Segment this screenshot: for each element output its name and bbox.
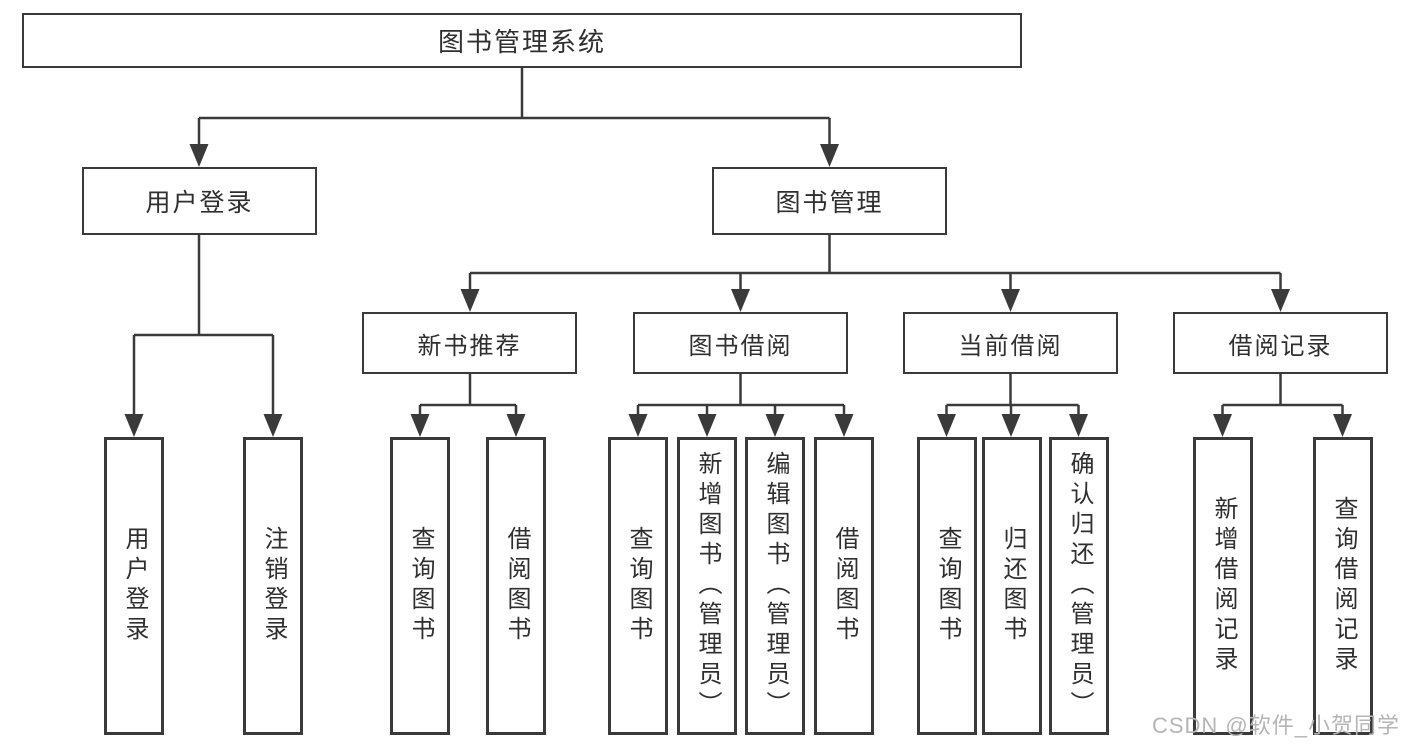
arrowhead-icon bbox=[820, 144, 839, 167]
leaf-borrow-books: 借阅图书 bbox=[814, 437, 874, 735]
arrowhead-icon bbox=[834, 414, 854, 437]
csdn-watermark: CSDN @软件_小贺同学 bbox=[1151, 713, 1400, 738]
node-system-label: 图书管理系统 bbox=[437, 27, 606, 57]
leaf-search-borrow-record-label: 查询借阅记录 bbox=[1330, 496, 1357, 676]
node-book-borrow: 图书借阅 bbox=[633, 312, 848, 374]
node-borrow-records: 借阅记录 bbox=[1173, 312, 1388, 374]
leaf-search-books-recommend-label: 查询图书 bbox=[407, 526, 434, 646]
arrowhead-icon bbox=[460, 289, 480, 312]
leaf-return-books-label: 归还图书 bbox=[999, 526, 1026, 646]
connector-userlogin-to-leaves bbox=[124, 235, 283, 437]
arrowhead-icon bbox=[410, 414, 430, 437]
leaf-edit-book-admin-label: 编辑图书（管理员） bbox=[762, 451, 789, 721]
leaf-add-book-admin-label: 新增图书（管理员） bbox=[694, 451, 721, 721]
node-system: 图书管理系统 bbox=[22, 13, 1022, 68]
connector-borrowrecords-to-leaves bbox=[1213, 374, 1352, 437]
node-book-management-label: 图书管理 bbox=[775, 189, 884, 217]
node-new-book-recommend: 新书推荐 bbox=[362, 312, 577, 374]
connector-newbooks-to-leaves bbox=[410, 374, 526, 437]
leaf-search-books-current: 查询图书 bbox=[917, 437, 977, 735]
leaf-search-borrow-record: 查询借阅记录 bbox=[1313, 437, 1373, 735]
leaf-logout: 注销登录 bbox=[243, 437, 303, 735]
leaf-confirm-return-admin: 确认归还（管理员） bbox=[1049, 437, 1109, 735]
arrowhead-icon bbox=[937, 414, 956, 437]
node-current-borrow-label: 当前借阅 bbox=[958, 332, 1063, 360]
node-user-login-label: 用户登录 bbox=[145, 189, 254, 217]
arrowhead-icon bbox=[731, 289, 750, 312]
arrowhead-icon bbox=[124, 414, 144, 437]
connector-bookborrow-to-leaves bbox=[628, 374, 854, 437]
arrowhead-icon bbox=[1213, 414, 1232, 437]
leaf-logout-label: 注销登录 bbox=[260, 526, 287, 646]
node-new-book-recommend-label: 新书推荐 bbox=[417, 332, 522, 360]
node-current-borrow: 当前借阅 bbox=[903, 312, 1118, 374]
leaf-borrow-books-recommend: 借阅图书 bbox=[486, 437, 546, 735]
leaf-search-books-borrow-label: 查询图书 bbox=[625, 526, 652, 646]
arrowhead-icon bbox=[1333, 414, 1352, 437]
connector-root-to-level2 bbox=[189, 68, 839, 167]
connector-currentborrow-to-leaves bbox=[937, 374, 1088, 437]
node-book-management: 图书管理 bbox=[712, 167, 947, 235]
arrowhead-icon bbox=[506, 414, 526, 437]
node-borrow-records-label: 借阅记录 bbox=[1228, 332, 1333, 360]
leaf-search-books-current-label: 查询图书 bbox=[934, 526, 961, 646]
leaf-edit-book-admin: 编辑图书（管理员） bbox=[745, 437, 805, 735]
leaf-add-borrow-record: 新增借阅记录 bbox=[1193, 437, 1253, 735]
leaf-search-books-recommend: 查询图书 bbox=[390, 437, 450, 735]
leaf-user-login-label: 用户登录 bbox=[121, 526, 148, 646]
arrowhead-icon bbox=[263, 414, 283, 437]
arrowhead-icon bbox=[1069, 414, 1088, 437]
node-book-borrow-label: 图书借阅 bbox=[688, 332, 793, 360]
leaf-add-book-admin: 新增图书（管理员） bbox=[677, 437, 737, 735]
leaf-borrow-books-recommend-label: 借阅图书 bbox=[503, 526, 530, 646]
arrowhead-icon bbox=[1001, 414, 1021, 437]
leaf-return-books: 归还图书 bbox=[982, 437, 1042, 735]
leaf-confirm-return-admin-label: 确认归还（管理员） bbox=[1066, 451, 1093, 721]
connector-bookmgmt-to-sections bbox=[460, 235, 1290, 312]
leaf-borrow-books-label: 借阅图书 bbox=[831, 526, 858, 646]
leaf-user-login: 用户登录 bbox=[104, 437, 164, 735]
node-user-login: 用户登录 bbox=[82, 167, 317, 235]
arrowhead-icon bbox=[697, 414, 717, 437]
arrowhead-icon bbox=[628, 414, 648, 437]
arrowhead-icon bbox=[189, 144, 209, 167]
arrowhead-icon bbox=[1001, 289, 1020, 312]
arrowhead-icon bbox=[1271, 289, 1290, 312]
leaf-search-books-borrow: 查询图书 bbox=[608, 437, 668, 735]
arrowhead-icon bbox=[765, 414, 785, 437]
leaf-add-borrow-record-label: 新增借阅记录 bbox=[1210, 496, 1237, 676]
